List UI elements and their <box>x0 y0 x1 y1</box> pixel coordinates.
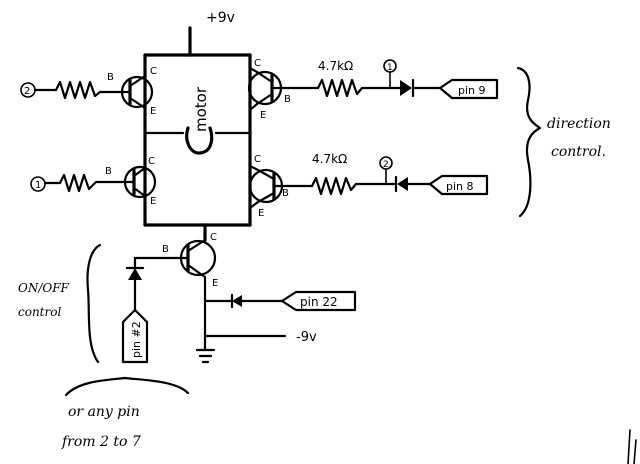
svg-text:4.7kΩ: 4.7kΩ <box>312 152 347 166</box>
svg-text:C: C <box>148 156 155 167</box>
resistor-top-right: 4.7kΩ 1 pin 9 <box>316 59 499 100</box>
supply-negative: -9v <box>195 330 317 364</box>
resistor-mid-right: 4.7kΩ 2 pin 8 <box>310 152 489 196</box>
svg-text:B: B <box>284 94 291 105</box>
transistor-q4: C B E <box>248 154 314 219</box>
svg-text:E: E <box>212 278 218 289</box>
svg-text:B: B <box>282 188 289 199</box>
svg-text:1: 1 <box>35 180 41 191</box>
pin-9-label: pin 9 <box>458 84 486 97</box>
transistor-q3: C B E <box>94 156 156 207</box>
h-bridge-frame <box>143 53 252 242</box>
supply-negative-label: -9v <box>296 330 317 345</box>
pin-8-label: pin 8 <box>446 180 474 193</box>
onoff-control-note: ON/OFF control <box>18 243 102 364</box>
direction-control-note: direction control. <box>516 66 611 218</box>
svg-text:E: E <box>150 106 156 117</box>
svg-text:E: E <box>260 110 266 121</box>
svg-text:C: C <box>210 232 217 243</box>
node-label: 2 <box>24 86 30 97</box>
transistor-q1: C B E <box>98 66 157 117</box>
svg-text:ON/OFF: ON/OFF <box>18 281 70 295</box>
any-pin-note: or any pin from 2 to 7 <box>61 376 190 450</box>
svg-text:control.: control. <box>551 144 606 160</box>
motor-label: motor <box>192 86 210 132</box>
svg-text:C: C <box>254 58 261 69</box>
svg-text:E: E <box>258 208 264 219</box>
svg-text:control: control <box>18 305 61 319</box>
pin-left-label: pin #2 <box>130 321 143 358</box>
pin-22-input: pin 22 <box>203 290 357 312</box>
scan-mark <box>627 429 637 464</box>
svg-text:direction: direction <box>547 116 611 132</box>
svg-text:E: E <box>150 196 156 207</box>
transistor-q5: C B E <box>133 232 218 352</box>
onoff-input: pin #2 <box>121 256 149 364</box>
svg-text:C: C <box>254 154 261 165</box>
resistor-left-top: 2 <box>20 80 102 100</box>
svg-text:C: C <box>150 66 157 77</box>
pin-22-label: pin 22 <box>300 295 338 309</box>
transistor-q2: C B E <box>247 58 320 121</box>
svg-text:2: 2 <box>383 160 389 170</box>
svg-text:from 2 to 7: from 2 to 7 <box>61 434 141 450</box>
svg-text:B: B <box>105 166 112 177</box>
supply-positive-label: +9v <box>206 10 235 26</box>
svg-text:or any pin: or any pin <box>68 404 140 420</box>
svg-text:B: B <box>107 72 114 83</box>
motor: motor <box>185 86 214 155</box>
svg-text:1: 1 <box>387 63 393 73</box>
svg-text:B: B <box>162 244 169 255</box>
supply-positive: +9v <box>188 10 235 57</box>
resistor-left-bottom: 1 <box>30 173 98 193</box>
resistor-value-label: 4.7kΩ <box>318 59 353 73</box>
